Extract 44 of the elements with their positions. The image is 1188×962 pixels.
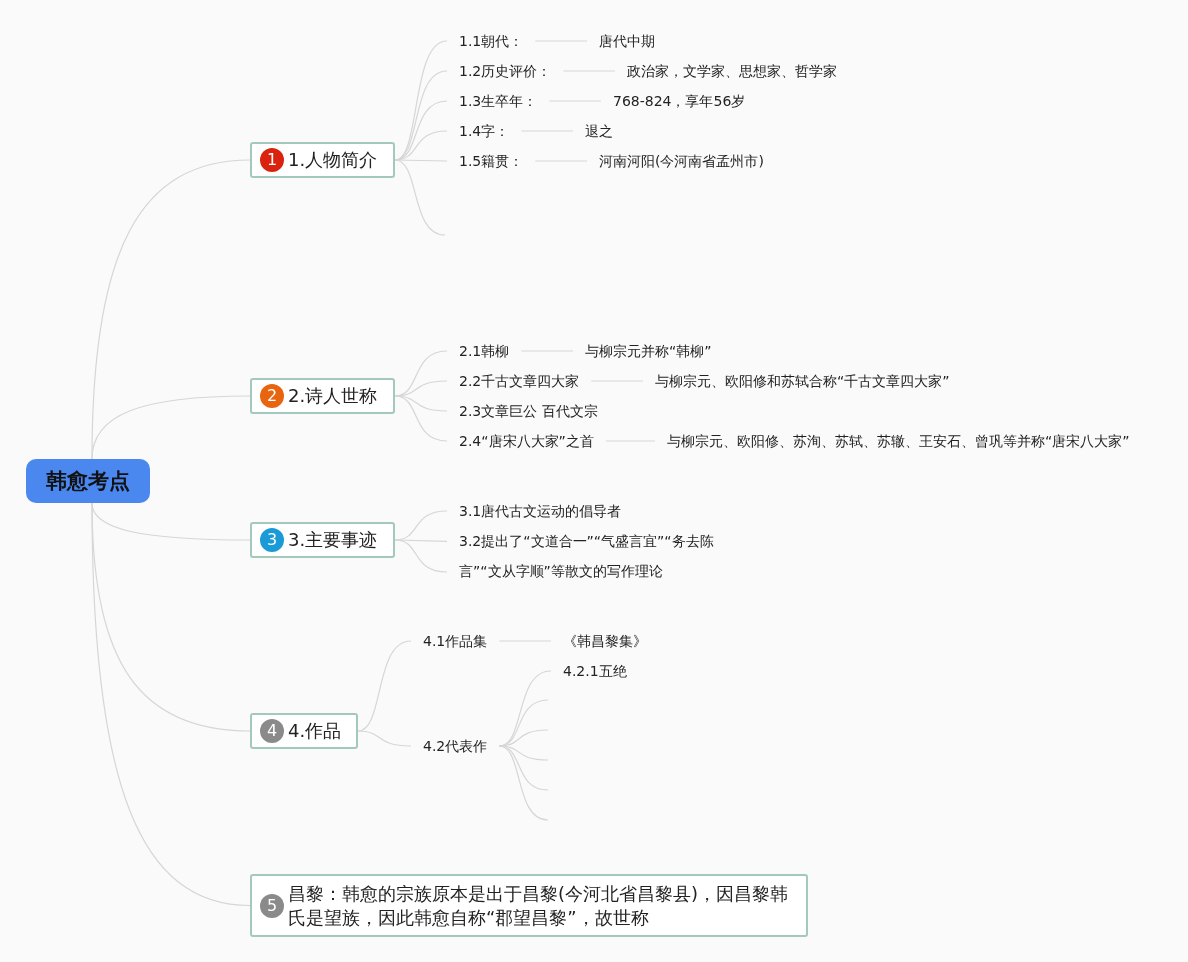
subtopic-text: 2.1韩柳 — [447, 339, 522, 363]
subtopic-text: 4.2.1五绝 — [551, 659, 639, 683]
number-badge: 3 — [260, 528, 284, 552]
subtopic-text: 4.2代表作 — [411, 734, 500, 758]
subtopic-text: 与柳宗元并称“韩柳” — [573, 339, 724, 363]
subtopic-text: 河南河阳(今河南省孟州市) — [587, 149, 776, 173]
connector-line — [91, 395, 251, 460]
subtopic-text: 《韩昌黎集》 — [551, 629, 659, 653]
connector-line — [91, 502, 251, 907]
subtopic-text: 与柳宗元、欧阳修、苏洵、苏轼、苏辙、王安石、曾巩等并称“唐宋八大家” — [655, 429, 1142, 453]
topic-box — [250, 142, 395, 178]
connector-line — [394, 539, 448, 573]
subtopic-text: 1.2历史评价： — [447, 59, 564, 83]
connector-line — [357, 730, 412, 747]
subtopic-text: 唐代中期 — [587, 29, 667, 53]
number-badge: 2 — [260, 384, 284, 408]
subtopic-text: 1.4字： — [447, 119, 522, 143]
subtopic-text: 1.5籍贯： — [447, 149, 536, 173]
subtopic-text: 3.2提出了“文道合一”“气盛言宜”“务去陈言”“文从字顺”等散文的写作理论 — [447, 524, 729, 588]
topic-label: 昌黎：韩愈的宗族原本是出于昌黎(今河北省昌黎县)，因昌黎韩氏是望族，因此韩愈自称“郡望昌黎”，故世称 — [288, 881, 790, 930]
connector-line — [91, 159, 251, 460]
subtopic-text: 1.3生卒年： — [447, 89, 550, 113]
number-badge: 4 — [260, 719, 284, 743]
topic-label: 1.人物简介 — [288, 148, 378, 172]
subtopic-text: 3.1唐代古文运动的倡导者 — [447, 499, 634, 523]
subtopic-text: 与柳宗元、欧阳修和苏轼合称“千古文章四大家” — [643, 369, 962, 393]
subtopic-text: 1.1朝代： — [447, 29, 536, 53]
topic-box — [250, 378, 395, 414]
root-topic-box: 韩愈考点 — [26, 459, 150, 503]
subtopic-text: 2.4“唐宋八大家”之首 — [447, 429, 606, 453]
subtopic-text: 768-824，享年56岁 — [601, 89, 758, 113]
number-badge: 1 — [260, 148, 284, 172]
subtopic-text: 4.1作品集 — [411, 629, 500, 653]
topic-box — [250, 522, 395, 558]
topic-label: 2.诗人世称 — [288, 384, 378, 408]
number-badge: 5 — [260, 893, 284, 918]
subtopic-text: 退之 — [573, 119, 625, 143]
topic-box — [250, 713, 358, 749]
topic-box — [250, 874, 808, 937]
subtopic-text: 政治家，文学家、思想家、哲学家 — [615, 59, 849, 83]
subtopic-text: 2.2千古文章四大家 — [447, 369, 592, 393]
topic-label: 4.作品 — [288, 719, 342, 743]
subtopic-text: 2.3文章巨公 百代文宗 — [447, 399, 610, 423]
topic-label: 3.主要事迹 — [288, 528, 378, 552]
